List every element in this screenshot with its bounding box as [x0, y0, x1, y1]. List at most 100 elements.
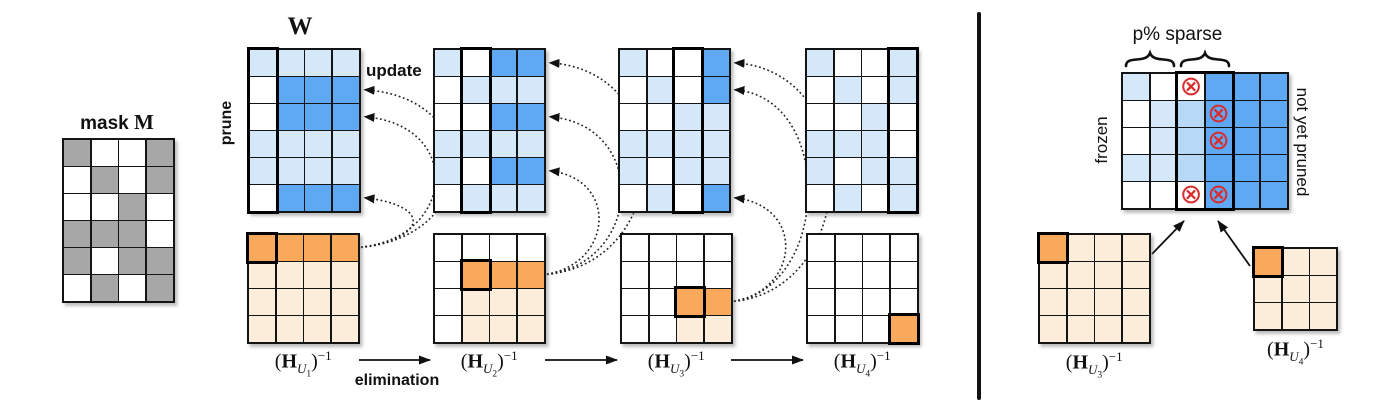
matrix-cell	[435, 77, 461, 103]
hessian-label-4: (HU4)−1	[833, 348, 891, 380]
hessian-label-3: (HU3)−1	[647, 348, 705, 380]
pruned-weight-icon: ⊗	[1207, 125, 1230, 157]
matrix-cell	[862, 104, 888, 130]
pruned-weight-icon: ⊗	[1207, 179, 1230, 211]
matrix-cell	[889, 131, 916, 157]
prune-label: prune	[218, 100, 235, 146]
weight-matrix-2	[433, 48, 546, 213]
matrix-cell	[1178, 128, 1204, 154]
matrix-cell	[462, 77, 489, 103]
matrix-cell	[146, 194, 173, 220]
matrix-cell	[119, 275, 145, 301]
matrix-cell	[517, 104, 544, 130]
matrix-cell	[277, 104, 304, 130]
matrix-cell	[834, 158, 861, 184]
matrix-cell	[677, 289, 703, 315]
hessian-matrix-3	[620, 233, 733, 344]
hessian4-pointer-arrow	[1217, 220, 1251, 267]
matrix-cell	[462, 235, 489, 261]
matrix-cell	[808, 235, 834, 261]
matrix-cell	[1150, 155, 1177, 181]
matrix-cell	[249, 262, 275, 288]
mask-title: mask M	[57, 110, 177, 135]
matrix-cell	[435, 289, 461, 315]
matrix-cell	[807, 158, 833, 184]
matrix-cell: ⊗	[1178, 73, 1204, 100]
matrix-cell	[490, 77, 516, 103]
matrix-cell: ⊗	[1205, 179, 1232, 211]
matrix-cell	[834, 131, 861, 157]
matrix-cell	[808, 289, 834, 315]
matrix-cell	[807, 77, 833, 103]
matrix-cell	[1282, 249, 1309, 275]
matrix-cell	[1150, 74, 1177, 100]
matrix-cell	[91, 194, 118, 220]
matrix-cell	[1040, 262, 1066, 288]
matrix-cell	[808, 262, 834, 288]
matrix-cell	[517, 235, 544, 261]
matrix-cell	[1040, 289, 1066, 315]
matrix-cell	[435, 235, 461, 261]
matrix-cell	[1233, 182, 1259, 208]
matrix-cell	[462, 50, 489, 76]
matrix-cell	[517, 77, 544, 103]
matrix-cell	[249, 235, 275, 261]
matrix-cell	[331, 235, 358, 261]
matrix-cell	[249, 289, 275, 315]
matrix-cell	[1040, 316, 1066, 342]
matrix-cell	[622, 235, 648, 261]
matrix-cell	[620, 158, 646, 184]
matrix-cell	[277, 77, 304, 103]
hessian-matrix-1	[247, 233, 360, 344]
matrix-cell	[1095, 316, 1121, 342]
matrix-cell	[91, 275, 118, 301]
matrix-cell	[620, 131, 646, 157]
matrix-cell	[1095, 235, 1121, 261]
matrix-cell	[675, 158, 701, 184]
matrix-cell	[862, 131, 888, 157]
matrix-cell	[889, 77, 916, 103]
matrix-cell	[675, 185, 701, 211]
matrix-cell	[91, 248, 118, 274]
matrix-cell	[649, 316, 676, 342]
matrix-cell	[834, 104, 861, 130]
matrix-cell	[305, 104, 331, 130]
matrix-cell	[649, 262, 676, 288]
matrix-cell	[889, 185, 916, 211]
matrix-cell	[517, 289, 544, 315]
matrix-cell	[1122, 289, 1149, 315]
matrix-cell	[250, 158, 276, 184]
matrix-cell	[677, 316, 703, 342]
matrix-cell	[304, 235, 330, 261]
matrix-cell	[1310, 276, 1336, 302]
update-arrow-step2-row5	[542, 167, 600, 276]
matrix-cell	[277, 50, 304, 76]
hessian-label-right-3: (HU3)−1	[1065, 349, 1123, 381]
weight-matrix-3	[618, 48, 731, 213]
matrix-cell	[146, 140, 173, 166]
matrix-cell	[807, 50, 833, 76]
matrix-cell	[91, 221, 118, 247]
matrix-cell	[332, 77, 359, 103]
matrix-cell	[517, 131, 544, 157]
matrix-cell	[462, 131, 489, 157]
matrix-cell	[834, 77, 861, 103]
matrix-cell	[622, 289, 648, 315]
matrix-cell	[807, 185, 833, 211]
matrix-cell	[64, 275, 90, 301]
matrix-cell	[647, 185, 674, 211]
mask-grid	[62, 138, 175, 303]
matrix-cell	[890, 289, 917, 315]
matrix-cell	[649, 235, 676, 261]
matrix-cell: ⊗	[1205, 100, 1232, 127]
matrix-cell	[620, 185, 646, 211]
pruned-brace	[1179, 49, 1231, 68]
weight-matrix-4	[805, 48, 918, 213]
matrix-cell	[250, 104, 276, 130]
matrix-cell	[1122, 262, 1149, 288]
matrix-cell	[332, 158, 359, 184]
matrix-cell	[490, 158, 516, 184]
matrix-cell	[622, 316, 648, 342]
matrix-cell	[677, 262, 703, 288]
matrix-cell: ⊗	[1205, 125, 1232, 157]
